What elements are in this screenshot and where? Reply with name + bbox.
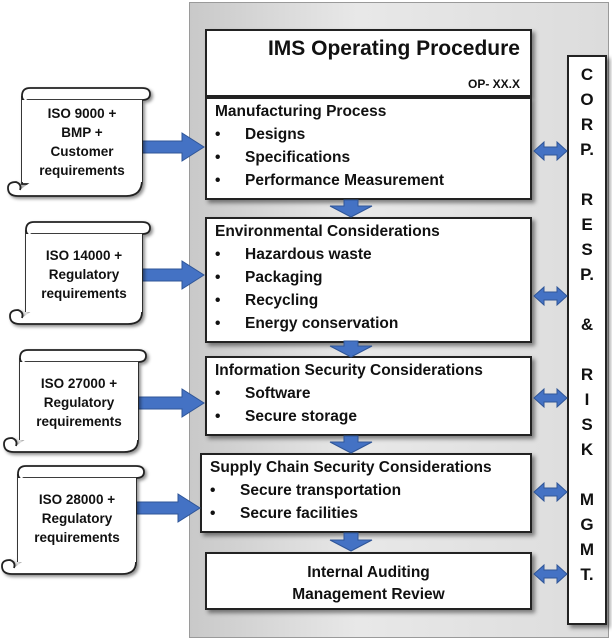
scroll-icon [3,349,147,453]
scroll-line: requirements [36,414,122,429]
down-arrow-icon [329,340,373,358]
list-item: •Secure transportation [210,482,402,499]
scroll-line: requirements [39,163,125,178]
list-item: •Energy conservation [215,315,399,332]
scroll-line: Regulatory [43,395,115,410]
down-arrow-icon [329,199,373,218]
information-security-box: Information Security Considerations •Sof… [205,356,532,436]
scroll-line: ISO 27000 + [40,376,118,391]
side-bar-letter: S [581,240,593,259]
side-bar-letter: P. [580,140,594,159]
double-arrow-icon [533,387,568,409]
list-item: •Software [215,385,311,402]
scroll-line: requirements [41,286,127,301]
list-item: •Secure storage [215,408,357,425]
section-heading: Environmental Considerations [215,223,440,240]
side-bar-letter: M [579,490,595,509]
double-arrow-icon [533,285,568,307]
scroll-line: requirements [34,530,120,545]
side-bar-letter: R [580,115,594,134]
scroll-icon [1,465,145,575]
list-item: •Packaging [215,269,323,286]
scroll-iso14000: ISO 14000 + Regulatory requirements [26,246,142,312]
section-item-list: •Software •Secure storage [215,382,357,428]
down-arrow-icon [329,435,373,454]
side-bar-letter: P. [580,265,594,284]
side-bar-letter: T. [580,565,594,584]
side-bar-letter: R [580,190,594,209]
procedure-title: IMS Operating Procedure [267,37,520,60]
side-bar-letter: & [580,315,594,334]
side-bar-letter: C [580,65,594,84]
section-heading: Supply Chain Security Considerations [210,459,492,476]
section-heading: Manufacturing Process [215,103,387,120]
right-arrow-icon [132,388,205,418]
side-bar-letter: E [581,215,593,234]
section-item-list: •Designs •Specifications •Performance Me… [215,123,444,192]
scroll-line: ISO 9000 + [47,106,117,121]
section-item-list: •Secure transportation •Secure facilitie… [210,479,401,525]
right-arrow-icon [136,132,205,162]
procedure-code: OP- XX.X [467,77,520,91]
down-arrow-icon [329,532,373,552]
list-item: •Secure facilities [210,505,359,522]
right-arrow-icon [136,260,205,290]
list-item: •Designs [215,126,306,143]
side-bar-letter: K [580,440,594,459]
title-box: IMS Operating Procedure OP- XX.X [205,29,532,97]
side-bar-letter: O [580,90,594,109]
supply-chain-security-box: Supply Chain Security Considerations •Se… [200,453,532,533]
section-item-list: •Hazardous waste •Packaging •Recycling •… [215,243,398,335]
side-bar-letter: M [579,540,595,559]
list-item: •Specifications [215,149,351,166]
auditing-review-box: Internal Auditing Management Review [205,552,532,610]
scroll-iso27000: ISO 27000 + Regulatory requirements [20,374,138,440]
manufacturing-process-box: Manufacturing Process •Designs •Specific… [205,97,532,200]
scroll-line: Regulatory [41,511,113,526]
double-arrow-icon [533,481,568,503]
scroll-line: Customer [50,144,114,159]
side-bar-letter: G [580,515,594,534]
scroll-icon [7,87,151,197]
scroll-icon [9,221,151,325]
list-item: •Hazardous waste [215,246,372,263]
right-arrow-icon [132,493,201,523]
side-bar-letter: S [581,415,593,434]
section-heading: Information Security Considerations [215,362,483,379]
scroll-iso28000: ISO 28000 + Regulatory requirements [18,490,136,556]
scroll-line: BMP + [61,125,103,140]
internal-auditing-label: Internal Auditing [307,564,430,581]
side-bar-letter: I [584,390,590,409]
list-item: •Recycling [215,292,319,309]
double-arrow-icon [533,563,568,585]
double-arrow-icon [533,140,568,162]
list-item: •Performance Measurement [215,172,444,189]
management-review-label: Management Review [292,586,445,603]
side-bar-letter: R [580,365,594,384]
scroll-line: Regulatory [48,267,120,282]
scroll-line: ISO 14000 + [45,248,123,263]
environmental-considerations-box: Environmental Considerations •Hazardous … [205,217,532,343]
scroll-line: ISO 28000 + [38,492,116,507]
scroll-iso9000: ISO 9000 + BMP + Customer requirements [22,104,142,184]
